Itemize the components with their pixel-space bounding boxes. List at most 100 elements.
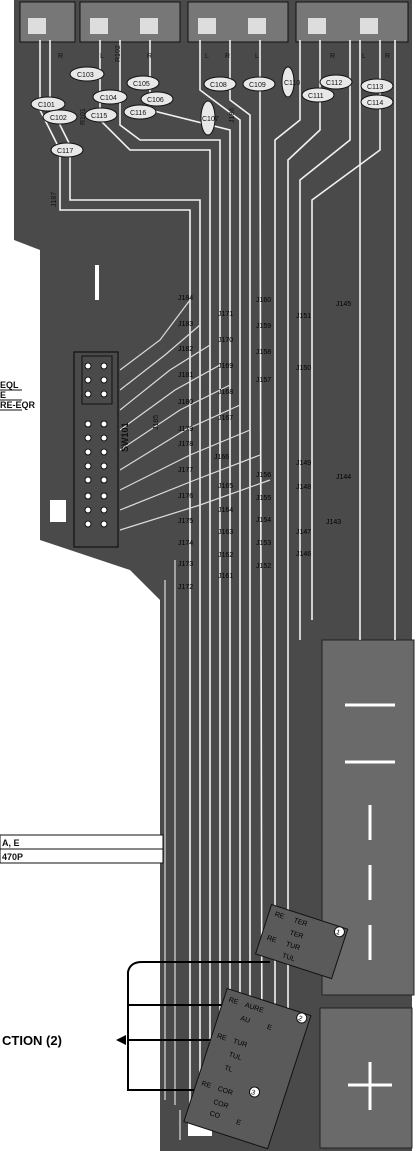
- connector-top: RE TER TER RE TUR TUL 1: [254, 903, 349, 980]
- pin-marker: [249, 1086, 261, 1098]
- capacitor-c116: [123, 104, 157, 120]
- eq-label-group: EQL E RE-EQR: [0, 380, 36, 411]
- connector-pin-label: TUR: [232, 1038, 248, 1049]
- jumper-label: J156: [256, 472, 271, 479]
- jumper-label: J145: [336, 301, 351, 308]
- channel-label: R: [330, 53, 335, 60]
- capacitor-c115: [84, 107, 118, 123]
- channel-label-group: R L R L R L R L R: [58, 53, 390, 60]
- eq-label: RE-EQR: [0, 400, 36, 410]
- channel-label: L: [362, 53, 366, 60]
- jumper-label-j187: J187: [51, 192, 58, 207]
- silk-pad: [50, 500, 66, 522]
- connector-pin-label: RE: [274, 911, 286, 921]
- connector-pin-label: E: [235, 1119, 242, 1127]
- connector-pin-label: TER: [293, 917, 308, 928]
- capacitor-c111: [301, 87, 335, 103]
- eq-label: E: [0, 390, 6, 400]
- switch-pads: [84, 362, 108, 528]
- connector-pin-label: AU: [239, 1015, 250, 1025]
- jumper-label: J184: [178, 295, 193, 302]
- channel-label: R: [147, 53, 152, 60]
- capacitor-label: C109: [249, 82, 266, 89]
- legend-row-1: A, E: [2, 838, 20, 848]
- connection-bracket: CTION (2): [2, 961, 270, 1091]
- capacitor-label: C111: [308, 93, 324, 100]
- jumper-label: J175: [178, 518, 193, 525]
- switch-label: SW101: [120, 422, 130, 452]
- capacitor-label: C102: [50, 115, 67, 122]
- jumper-label: J153: [256, 540, 271, 547]
- jumper-label: J176: [178, 493, 193, 500]
- jumper-label: J162: [218, 552, 233, 559]
- connector-pin-label: TUR: [285, 941, 301, 952]
- connector-pin-label: CO: [209, 1110, 222, 1120]
- connector-pin-label: TUL: [228, 1051, 243, 1062]
- top-connector-group: [19, 1, 409, 43]
- pin-number: 1: [335, 929, 341, 937]
- jumper-label: J170: [218, 337, 233, 344]
- jumper-column-mid: J171 J170 J169 J168 J167 J166 J165 J164 …: [214, 311, 233, 580]
- jumper-label: J144: [336, 474, 351, 481]
- jumper-label: J151: [296, 313, 311, 320]
- channel-label: L: [100, 53, 104, 60]
- pin-number: 2: [297, 1015, 303, 1023]
- jumper-label: J167: [218, 415, 233, 422]
- jumper-label-j186: J186: [229, 108, 236, 123]
- capacitor-label: C104: [100, 95, 117, 102]
- jumper-label: J180: [178, 399, 193, 406]
- eq-label: EQL: [0, 380, 19, 390]
- jumper-label: J168: [218, 389, 233, 396]
- board-cutout-bottom: [319, 1007, 413, 1149]
- connector-pin-label: RE: [216, 1033, 228, 1043]
- capacitor-c102: [42, 109, 78, 125]
- jumper-label: J159: [256, 323, 271, 330]
- jumper-label: J154: [256, 517, 271, 524]
- capacitor-label: C114: [367, 100, 383, 107]
- capacitor-c103: [69, 66, 105, 82]
- capacitor-label: C106: [147, 97, 164, 104]
- jumper-column-left: J184 J183 J182 J181 J180 J179 J178 J177 …: [178, 295, 193, 591]
- switch-sw101: SW101: [73, 351, 130, 548]
- jumper-label: J157: [256, 377, 271, 384]
- capacitor-c117: [50, 142, 84, 158]
- jumper-label: J177: [178, 467, 193, 474]
- capacitor-label: C113: [367, 84, 383, 91]
- capacitor-label: C110: [284, 80, 300, 87]
- connector-pin-label: COR: [212, 1099, 229, 1110]
- jumper-label: J182: [178, 346, 193, 353]
- jumper-label: J183: [178, 321, 193, 328]
- resistor-label-r102: R102: [115, 45, 122, 62]
- connector-bottom: RE AURE AU E RE TUR TUL TL RE COR COR CO…: [183, 987, 312, 1150]
- capacitor-label: C115: [91, 113, 107, 120]
- connector-pin-label: TUL: [281, 952, 296, 963]
- pin-number: 3: [250, 1089, 256, 1097]
- jumper-label: J149: [296, 460, 311, 467]
- capacitor-c106: [140, 91, 174, 107]
- jumper-label: J165: [218, 483, 233, 490]
- channel-label: L: [205, 53, 209, 60]
- channel-label: R: [225, 53, 230, 60]
- capacitor-label: C112: [326, 80, 342, 87]
- capacitor-label: C105: [133, 81, 150, 88]
- jumper-label: J178: [178, 441, 193, 448]
- channel-label: R: [58, 53, 63, 60]
- jumper-label: J173: [178, 561, 193, 568]
- connection-label: CTION (2): [2, 1033, 62, 1048]
- capacitor-c104: [92, 89, 128, 105]
- channel-label: L: [255, 53, 259, 60]
- capacitor-c107: [200, 100, 216, 136]
- pin1-marker: [296, 1012, 308, 1024]
- capacitor-c101: [30, 96, 66, 112]
- channel-label: R: [385, 53, 390, 60]
- jumper-label: J150: [296, 365, 311, 372]
- jumper-label: J163: [218, 529, 233, 536]
- legend-row-2: 470P: [2, 852, 23, 862]
- capacitor-label: C108: [210, 82, 227, 89]
- jumper-label: J161: [218, 573, 233, 580]
- capacitor-c108: [203, 76, 237, 92]
- jumper-label: J179: [178, 426, 193, 433]
- capacitor-c110: [281, 66, 295, 98]
- connector-pin-label: RE: [266, 935, 278, 945]
